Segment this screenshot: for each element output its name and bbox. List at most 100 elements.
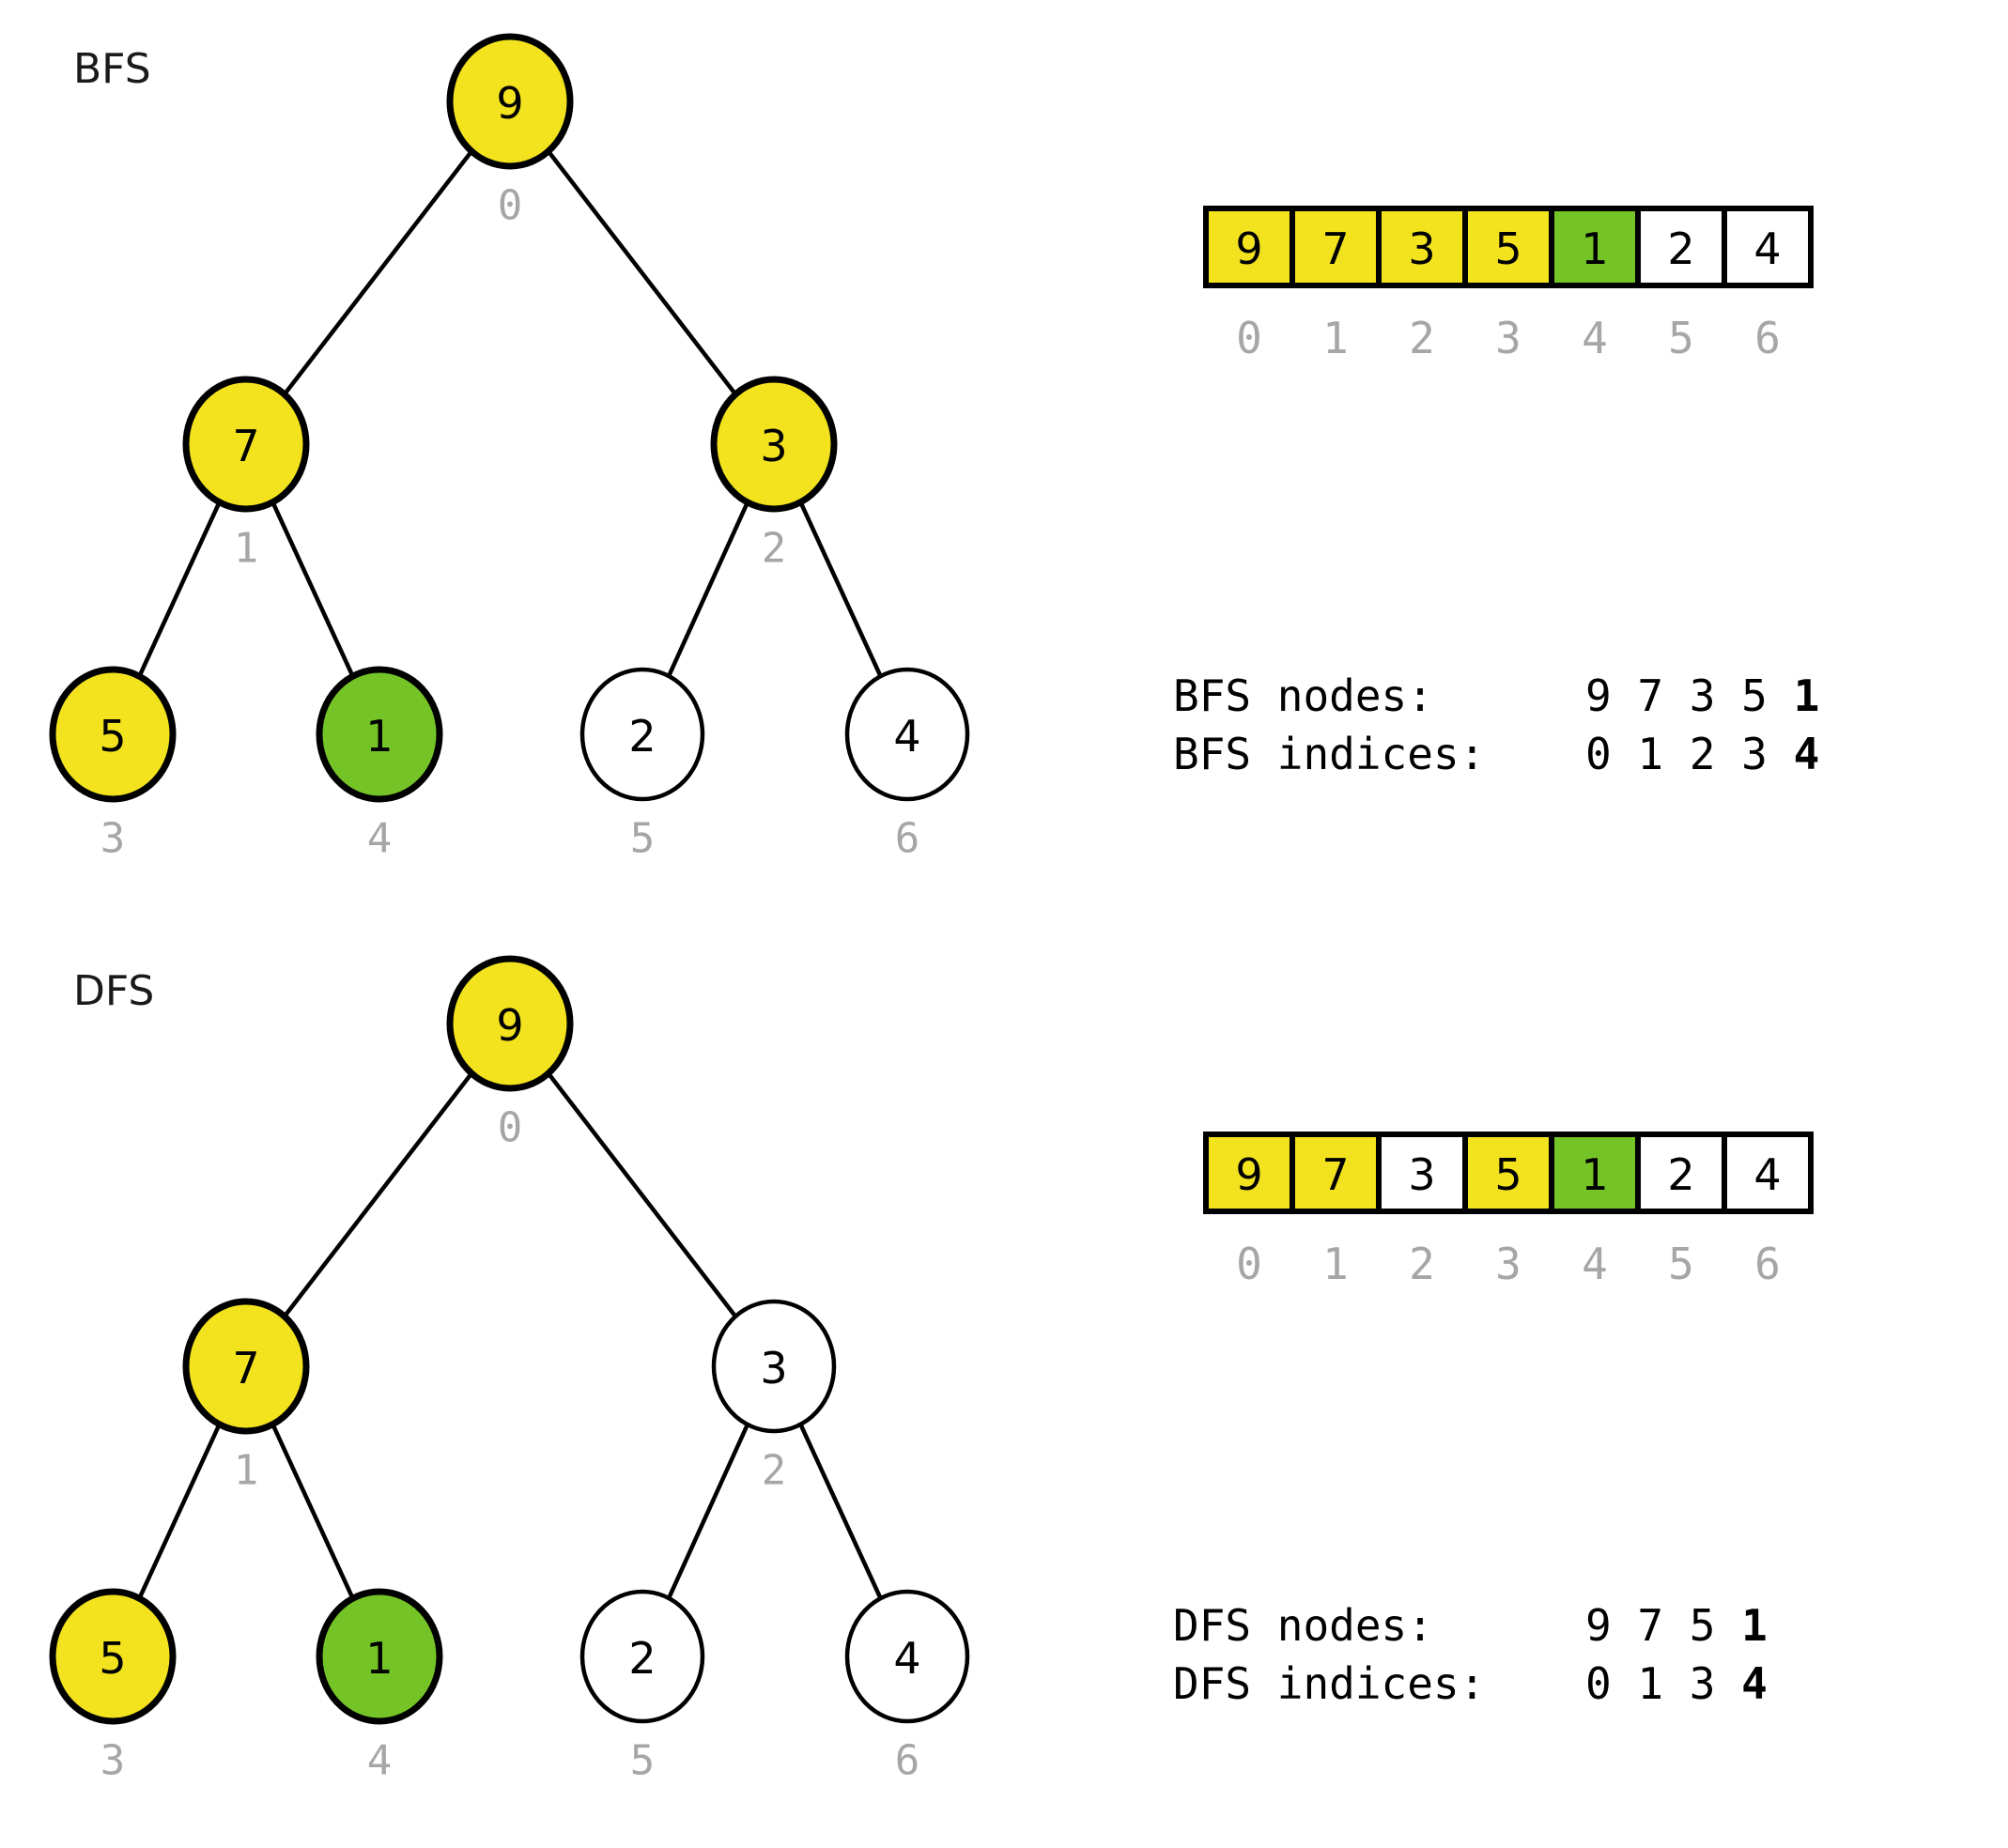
node-shape-1[interactable] [316, 1588, 443, 1725]
array-cell-bfs-3[interactable]: 53 [1462, 206, 1554, 363]
array-cell-box[interactable] [1376, 1132, 1468, 1214]
node-shape-3[interactable] [710, 376, 838, 513]
node-value-label: 5 [99, 1633, 126, 1684]
array-cell-index: 1 [1322, 1239, 1349, 1289]
node-index-label: 0 [498, 182, 523, 230]
array-cell-bfs-0[interactable]: 90 [1203, 206, 1295, 363]
node-value-label: 2 [628, 1633, 656, 1684]
tree-node-bfs-1[interactable]: 14 [316, 666, 443, 863]
tree-node-dfs-4[interactable]: 46 [844, 1589, 970, 1785]
node-shape-9[interactable] [446, 955, 574, 1092]
array-cell-bfs-6[interactable]: 46 [1722, 206, 1814, 363]
tree-edge-n0-n2 [543, 145, 741, 401]
array-cell-dfs-3[interactable]: 53 [1462, 1132, 1554, 1289]
tree-node-bfs-3[interactable]: 32 [710, 376, 838, 573]
array-cell-dfs-1[interactable]: 71 [1290, 1132, 1382, 1289]
array-cell-box[interactable] [1722, 206, 1814, 288]
array-cell-box[interactable] [1203, 1132, 1295, 1214]
node-index-label: 6 [895, 1737, 920, 1785]
array-cell-index: 2 [1409, 1239, 1435, 1289]
node-shape-7[interactable] [182, 1298, 310, 1435]
node-value-label: 1 [365, 711, 393, 762]
node-shape-2[interactable] [579, 1589, 705, 1724]
array-cell-dfs-5[interactable]: 25 [1635, 1132, 1727, 1289]
array-cell-bfs-1[interactable]: 71 [1290, 206, 1382, 363]
array-cell-index: 5 [1668, 313, 1694, 363]
node-shape-5[interactable] [49, 666, 177, 803]
tree-edge-n1-n3 [134, 1418, 224, 1605]
array-cell-value: 3 [1408, 1149, 1435, 1200]
node-index-label: 2 [762, 1447, 787, 1495]
tree-edge-n0-n1 [279, 145, 477, 401]
tree-node-dfs-2[interactable]: 25 [579, 1589, 705, 1785]
array-cell-value: 4 [1753, 1149, 1781, 1200]
node-shape-9[interactable] [446, 33, 574, 170]
array-cell-dfs-6[interactable]: 46 [1722, 1132, 1814, 1289]
node-shape-4[interactable] [844, 667, 970, 802]
array-cell-bfs-2[interactable]: 32 [1376, 206, 1468, 363]
tree-node-bfs-7[interactable]: 71 [182, 376, 310, 573]
array-cell-box[interactable] [1290, 1132, 1382, 1214]
array-cell-box[interactable] [1635, 206, 1727, 288]
array-cell-dfs-4[interactable]: 14 [1549, 1132, 1641, 1289]
array-cell-index: 0 [1236, 313, 1262, 363]
trace-row-label: DFS nodes: [1173, 1600, 1433, 1651]
array-cell-value: 7 [1321, 1149, 1349, 1200]
trace-row-values: 9 7 5 1 [1585, 1600, 1768, 1651]
node-shape-1[interactable] [316, 666, 443, 803]
array-cell-box[interactable] [1549, 206, 1641, 288]
tree-edge-n1-n4 [268, 496, 358, 683]
tree-node-dfs-7[interactable]: 71 [182, 1298, 310, 1495]
array-cell-box[interactable] [1635, 1132, 1727, 1214]
array-cell-bfs-5[interactable]: 25 [1635, 206, 1727, 363]
tree-node-bfs-4[interactable]: 46 [844, 667, 970, 863]
node-value-label: 9 [496, 1000, 523, 1051]
node-value-label: 3 [760, 1343, 787, 1394]
node-shape-3[interactable] [711, 1299, 837, 1434]
node-index-label: 0 [498, 1104, 523, 1152]
array-cell-box[interactable] [1549, 1132, 1641, 1214]
node-index-label: 2 [762, 525, 787, 573]
tree-node-bfs-5[interactable]: 53 [49, 666, 177, 863]
array-cell-value: 5 [1494, 223, 1521, 274]
array-cell-value: 7 [1321, 223, 1349, 274]
array-cell-box[interactable] [1462, 206, 1554, 288]
array-cell-index: 2 [1409, 313, 1435, 363]
node-index-label: 4 [367, 1737, 393, 1785]
trace-row-dfs-0: DFS nodes: 9 7 5 1 [1173, 1600, 1768, 1651]
trace-row-values: 0 1 3 4 [1585, 1658, 1768, 1709]
array-cell-dfs-2[interactable]: 32 [1376, 1132, 1468, 1289]
node-shape-5[interactable] [49, 1588, 177, 1725]
array-cell-value: 1 [1581, 1149, 1608, 1200]
node-shape-2[interactable] [579, 667, 705, 802]
array-cell-dfs-0[interactable]: 90 [1203, 1132, 1295, 1289]
node-shape-7[interactable] [182, 376, 310, 513]
tree-node-dfs-9[interactable]: 90 [446, 955, 574, 1152]
node-index-label: 1 [234, 1447, 259, 1495]
tree-node-dfs-5[interactable]: 53 [49, 1588, 177, 1785]
node-index-label: 3 [100, 815, 126, 863]
trace-row-dfs-1: DFS indices:0 1 3 4 [1173, 1658, 1768, 1709]
tree-node-dfs-3[interactable]: 32 [711, 1299, 837, 1495]
array-cell-bfs-4[interactable]: 14 [1549, 206, 1641, 363]
tree-edge-n0-n1 [279, 1067, 477, 1323]
tree-node-dfs-1[interactable]: 14 [316, 1588, 443, 1785]
array-cell-value: 2 [1667, 1149, 1694, 1200]
array-cell-box[interactable] [1722, 1132, 1814, 1214]
array-cell-value: 9 [1235, 1149, 1262, 1200]
tree-node-bfs-9[interactable]: 90 [446, 33, 574, 230]
array-cell-box[interactable] [1376, 206, 1468, 288]
node-shape-4[interactable] [844, 1589, 970, 1724]
array-cell-value: 2 [1667, 223, 1694, 274]
node-value-label: 7 [232, 421, 259, 471]
array-cell-index: 3 [1495, 313, 1521, 363]
array-cell-index: 4 [1582, 1239, 1608, 1289]
tree-edge-n0-n2 [543, 1067, 741, 1323]
array-cell-value: 4 [1753, 223, 1781, 274]
tree-node-bfs-2[interactable]: 25 [579, 667, 705, 863]
node-value-label: 7 [232, 1343, 259, 1394]
